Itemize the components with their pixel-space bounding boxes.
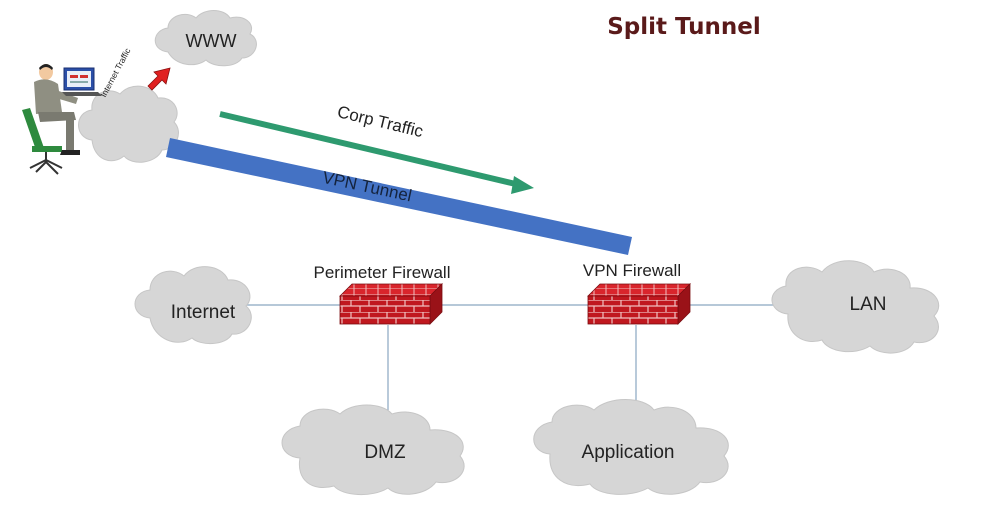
perimeter-firewall-label: Perimeter Firewall — [314, 263, 451, 282]
cloud-icon — [154, 10, 257, 67]
vpn-tunnel-bar — [166, 138, 632, 255]
cloud-icon — [533, 399, 729, 495]
network-links — [240, 304, 780, 412]
vpn-tunnel-label: VPN Tunnel — [321, 168, 414, 206]
internet-cloud: Internet — [134, 266, 252, 344]
firewall-icon — [339, 283, 443, 297]
firewall-icon — [587, 283, 691, 297]
lan-cloud: LAN — [771, 260, 940, 354]
vpn-firewall: VPN Firewall — [583, 261, 691, 325]
www-label: WWW — [186, 31, 237, 51]
user-cloud — [78, 85, 179, 163]
diagram-title: Split Tunnel — [607, 14, 761, 40]
cloud-icon — [78, 85, 179, 163]
cloud-icon — [771, 260, 940, 354]
vpn-firewall-label: VPN Firewall — [583, 261, 681, 280]
application-cloud: Application — [533, 399, 729, 495]
application-label: Application — [582, 442, 675, 463]
corp-traffic-label: Corp Traffic — [335, 102, 425, 141]
person-at-computer-icon — [22, 64, 102, 175]
lan-label: LAN — [850, 294, 887, 315]
red-arrow-icon — [147, 67, 171, 91]
dmz-cloud: DMZ — [281, 404, 465, 495]
www-cloud: WWW — [154, 10, 257, 67]
internet-label: Internet — [171, 302, 236, 323]
perimeter-firewall: Perimeter Firewall — [314, 263, 451, 325]
dmz-label: DMZ — [364, 442, 406, 463]
cloud-icon — [134, 266, 252, 344]
cloud-icon — [281, 404, 465, 495]
internet-traffic-arrow — [147, 67, 171, 91]
